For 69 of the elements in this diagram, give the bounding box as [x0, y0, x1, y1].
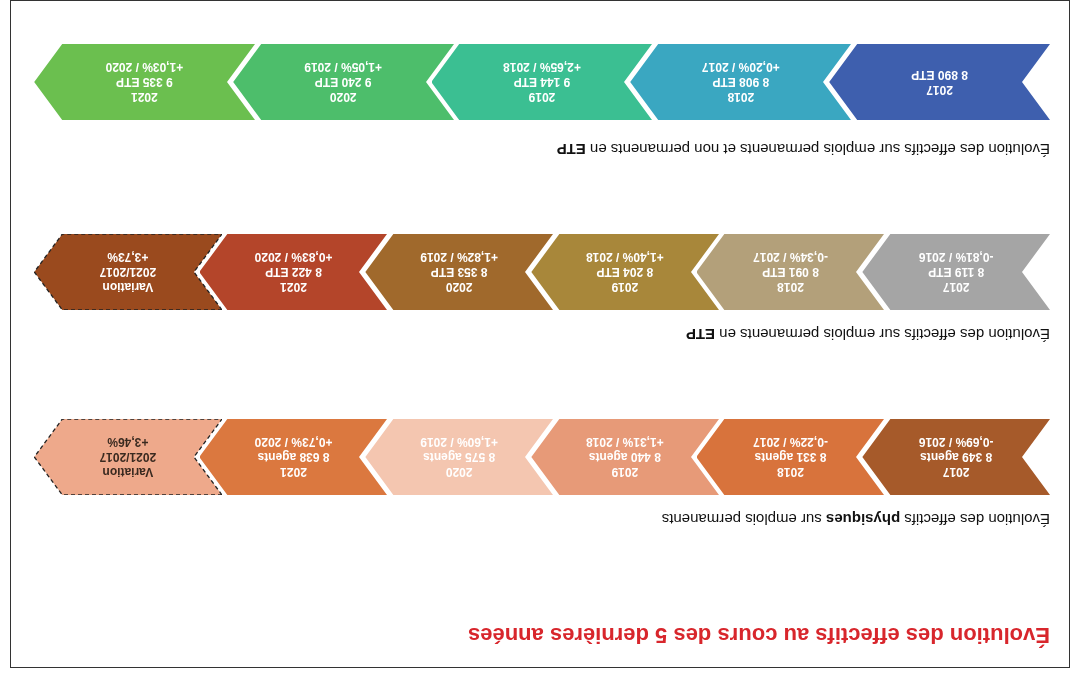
step-text: 9 335 ETP [116, 74, 173, 90]
step-text: 2018 [727, 89, 755, 105]
chevron-step [232, 44, 454, 120]
step-text: 2019 [611, 464, 639, 480]
step-text: 9 240 ETP [314, 74, 372, 90]
chevron-step [696, 419, 885, 495]
step-text: 8 331 agents [754, 449, 827, 465]
step-text: 2018 [777, 279, 804, 295]
step-text: +1,03% / 2020 [105, 59, 184, 75]
step-text: 2021 [280, 279, 307, 295]
chevron-step [365, 234, 553, 310]
title: Évolution des effectifs au cours des 5 dernières années [468, 622, 1050, 650]
step-text: +1,82% / 2019 [420, 249, 499, 265]
step-text: +1,05% / 2019 [304, 59, 383, 75]
step-text: 8 349 agents [920, 449, 993, 465]
step-text: 8 204 ETP [596, 264, 654, 280]
step-text: +1,31% / 2018 [586, 434, 664, 450]
step-text: 8 890 ETP [911, 67, 968, 82]
step-text: +3,73% [107, 249, 149, 265]
step-text: -0,69% / 2016 [918, 434, 994, 450]
step-text: 2017 [942, 464, 970, 480]
step-text: 2017 [926, 82, 953, 97]
step-text: -0,22% / 2017 [753, 434, 828, 450]
chevron-step [531, 234, 719, 310]
chevron-step [696, 234, 885, 310]
section-heading: Évolution des effectifs sur emplois permanents en ETP [685, 325, 1050, 345]
step-text: 2020 [445, 464, 473, 480]
chevron-step [34, 419, 222, 495]
chevron-step [862, 234, 1050, 310]
step-text: -0,81% / 2016 [918, 249, 994, 265]
chevron-step [34, 44, 255, 120]
step-text: 8 575 agents [423, 449, 496, 465]
chevron-step [34, 234, 222, 310]
step-text: 2017 [942, 279, 970, 295]
chevron-step [531, 419, 719, 495]
chevron-step [829, 44, 1050, 120]
chevron-step [862, 419, 1050, 495]
step-text: 2019 [528, 89, 556, 105]
step-text: 8 908 ETP [712, 74, 770, 90]
step-text: 8 353 ETP [430, 264, 488, 280]
step-text: 2021 [131, 89, 158, 105]
chevron-step [365, 419, 553, 495]
step-text: 8 440 agents [588, 449, 661, 465]
step-text: 2020 [329, 89, 357, 105]
step-text: Variation 2021/2017 [98, 449, 158, 480]
chevron-step [431, 44, 653, 120]
step-text: +0,73% / 2020 [254, 434, 333, 450]
step-text: +1,60% / 2019 [420, 434, 499, 450]
step-text: 2021 [280, 464, 307, 480]
step-text: +1,40% / 2018 [586, 249, 664, 265]
chevron-step [199, 419, 388, 495]
step-text: +3,46% [107, 434, 149, 450]
step-text: -0,34% / 2017 [753, 249, 828, 265]
step-text: +2,65% / 2018 [503, 59, 581, 75]
step-text: +0,83% / 2020 [254, 249, 333, 265]
section-heading: Évolution des effectifs sur emplois permanents et non permanents en ETP [556, 140, 1050, 160]
step-text: +0,20% / 2017 [701, 59, 780, 75]
step-text: 8 119 ETP [928, 264, 985, 280]
chevron-step [199, 234, 388, 310]
step-text: 8 422 ETP [265, 264, 322, 280]
step-text: 9 144 ETP [513, 74, 571, 90]
step-text: 2020 [445, 279, 473, 295]
step-text: Variation 2021/2017 [98, 264, 158, 295]
chevron-step [630, 44, 852, 120]
step-text: 2018 [777, 464, 804, 480]
section-heading: Évolution des effectifs physiques sur emplois permanents [661, 510, 1050, 530]
step-text: 8 638 agents [257, 449, 330, 465]
step-text: 2019 [611, 279, 639, 295]
step-text: 8 091 ETP [762, 264, 819, 280]
